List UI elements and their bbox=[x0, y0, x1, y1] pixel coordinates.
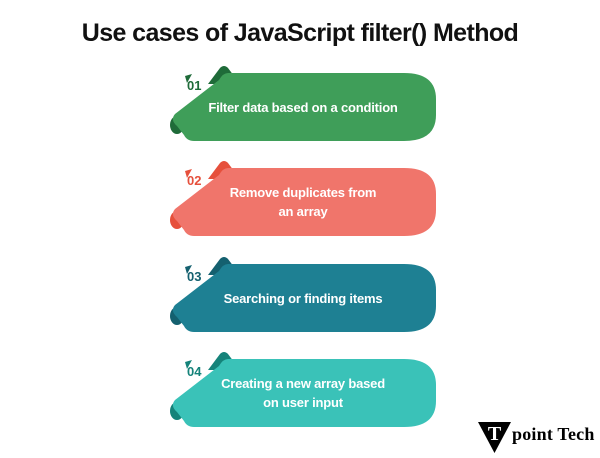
item-4-body-shape bbox=[172, 359, 436, 427]
item-4-label-line-1: Creating a new array based bbox=[221, 376, 385, 391]
item-1-number-flag-icon bbox=[185, 74, 192, 83]
item-3-label-line-1: Searching or finding items bbox=[223, 290, 383, 306]
item-1-number: 01 bbox=[187, 78, 201, 93]
item-3-number-flag-icon bbox=[185, 265, 192, 274]
logo-mark-letter: T bbox=[488, 423, 502, 445]
logo-triangle-icon: T bbox=[478, 422, 511, 453]
use-case-item-1: 01 Filter data based on a condition bbox=[170, 65, 440, 149]
use-case-item-2: 02 Remove duplicates from an array bbox=[170, 160, 440, 244]
item-1-label: Filter data based on a condition bbox=[170, 73, 436, 141]
item-1-body-shape bbox=[172, 73, 436, 141]
item-2-body-shape bbox=[172, 168, 436, 236]
item-2-label-line-2: an array bbox=[278, 204, 328, 219]
item-3-body-shape bbox=[172, 264, 436, 332]
item-3-shape: 03 bbox=[170, 257, 436, 332]
item-4-label: Creating a new array based on user input bbox=[170, 359, 436, 427]
item-2-label-line-1: Remove duplicates from bbox=[229, 185, 377, 200]
item-3-number: 03 bbox=[187, 269, 201, 284]
item-3-label: Searching or finding items bbox=[170, 264, 436, 332]
item-1-label-line-1: Filter data based on a condition bbox=[208, 99, 398, 115]
brand-logo: T point Tech bbox=[477, 421, 595, 454]
page-title: Use cases of JavaScript filter() Method bbox=[81, 19, 519, 47]
item-2-number: 02 bbox=[187, 173, 201, 188]
item-4-label-line-2: on user input bbox=[263, 395, 343, 410]
logo-text: point Tech bbox=[512, 424, 595, 444]
item-2-label: Remove duplicates from an array bbox=[170, 168, 436, 236]
item-4-number: 04 bbox=[187, 364, 202, 379]
item-4-number-flag-icon bbox=[185, 360, 192, 369]
use-case-item-4: 04 Creating a new array based on user in… bbox=[170, 351, 440, 435]
item-2-number-flag-icon bbox=[185, 169, 192, 178]
item-1-shape: 01 bbox=[170, 66, 436, 141]
item-4-shape: 04 bbox=[170, 352, 436, 427]
item-2-shape: 02 bbox=[170, 161, 436, 236]
use-case-item-3: 03 Searching or finding items bbox=[170, 256, 440, 340]
